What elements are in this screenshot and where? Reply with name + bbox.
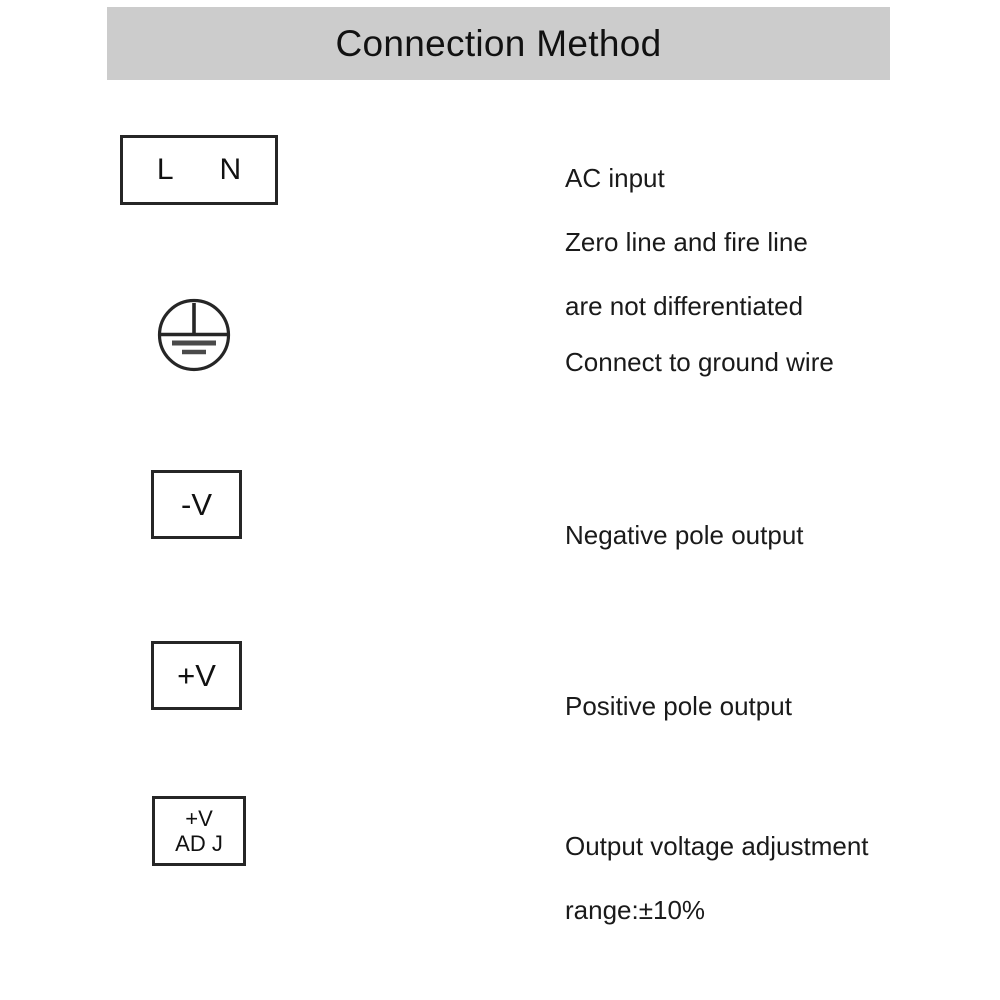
terminal-label-adj-positive-v: +V: [185, 806, 213, 831]
description-line: Zero line and fire line: [565, 227, 808, 257]
connection-row-ac-input: L N AC input Zero line and fire line are…: [0, 135, 1000, 321]
symbol-cell-negative-output: -V: [151, 470, 242, 539]
terminal-label-adj: AD J: [175, 831, 223, 856]
terminal-box-adj: +V AD J: [152, 796, 246, 866]
terminal-label-negative-v: -V: [181, 487, 212, 522]
terminal-label-n: N: [219, 153, 242, 186]
description-line: AC input: [565, 163, 665, 193]
terminal-label-positive-v: +V: [177, 658, 216, 693]
symbol-cell-ac-input: L N: [120, 135, 278, 205]
connection-row-ground: Connect to ground wire: [0, 298, 1000, 378]
description-positive-output: Positive pole output: [565, 658, 792, 754]
terminal-label-l: L: [156, 153, 174, 186]
symbol-cell-voltage-adjust: +V AD J: [152, 796, 246, 866]
connection-row-positive-output: +V Positive pole output: [0, 641, 1000, 721]
terminal-box-negative-v: -V: [151, 470, 242, 539]
description-line: Positive pole output: [565, 691, 792, 721]
description-line: range:±10%: [565, 895, 706, 925]
header-bar: Connection Method: [107, 7, 890, 80]
ground-icon: [157, 298, 231, 372]
connection-row-voltage-adjust: +V AD J Output voltage adjustment range:…: [0, 796, 1000, 925]
symbol-cell-ground: [157, 298, 231, 372]
page-title: Connection Method: [335, 23, 662, 64]
description-ground: Connect to ground wire: [565, 314, 834, 410]
terminal-box-ln: L N: [120, 135, 278, 205]
description-ac-input: AC input Zero line and fire line are not…: [565, 130, 808, 354]
description-line: Output voltage adjustment: [565, 831, 869, 861]
terminal-box-positive-v: +V: [151, 641, 242, 710]
description-line: are not differentiated: [565, 291, 804, 321]
description-line: Connect to ground wire: [565, 347, 834, 377]
description-line: Negative pole output: [565, 520, 804, 550]
symbol-cell-positive-output: +V: [151, 641, 242, 710]
connection-row-negative-output: -V Negative pole output: [0, 470, 1000, 550]
description-negative-output: Negative pole output: [565, 487, 804, 583]
description-voltage-adjust: Output voltage adjustment range:±10%: [565, 798, 869, 958]
